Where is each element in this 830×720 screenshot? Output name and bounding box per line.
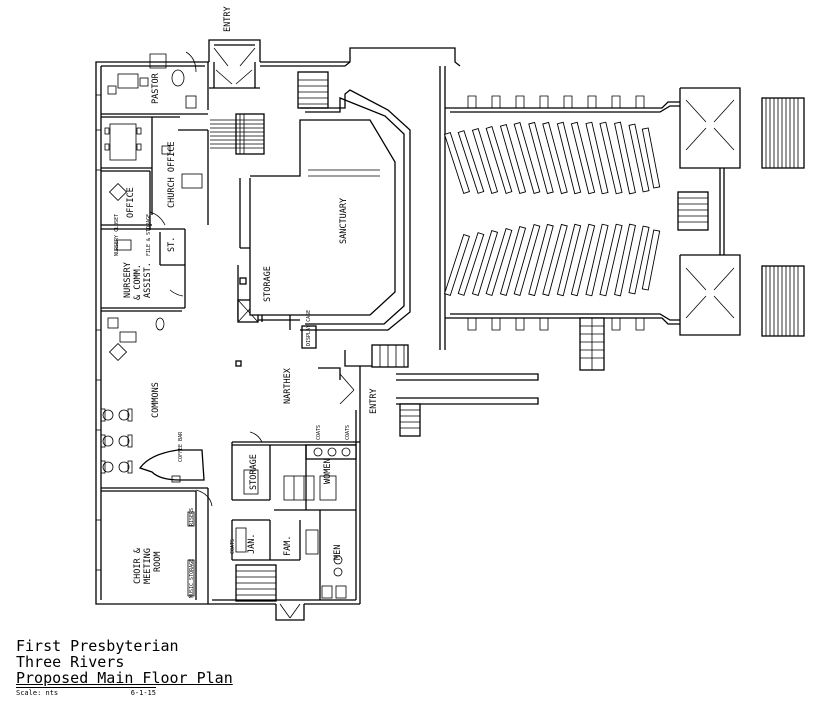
small-annotations: COATS COATS COATS MUSIC STORAGE NURSERY … [114,214,351,598]
label-storage-lower: STORAGE [249,454,259,490]
label-choir-2: MEETING [143,548,153,584]
west-wing-walls [95,61,209,605]
title-line-1: First Presbyterian [16,637,179,655]
title-line-3: Proposed Main Floor Plan [16,670,316,686]
label-coats-2: COATS [345,425,351,440]
pastor-room [101,51,208,118]
stair-to-sanctuary [297,71,329,109]
top-entry [208,39,261,89]
church-office-room [101,117,209,230]
label-coffee-bar: COFFEE BAR [178,431,184,462]
label-nursery-2: & COMM. [133,264,143,300]
label-coats-3: COATS [230,539,236,554]
nursery-room [101,228,186,312]
restroom-block [208,431,360,621]
label-nursery-3: ASSIST. [143,262,153,298]
label-entry-top: ENTRY [223,6,233,32]
date-text: 6-1-15 [130,689,156,697]
label-music-storage: MUSIC STORAGE [189,559,195,598]
label-church-office: CHURCH OFFICE [167,141,177,208]
label-commons: COMMONS [151,382,161,418]
right-entry [318,344,539,604]
label-pastor: PASTOR [151,72,161,104]
room-labels: PASTOR CHURCH OFFICE OFFICE ST. NURSERY … [123,6,379,584]
main-stair [210,113,265,155]
sanctuary-walls [249,47,461,350]
title-line-2: Three Rivers [16,653,125,671]
label-sanctuary: SANCTUARY [339,198,349,244]
pews-north [444,121,661,195]
title-line-3-text: Proposed Main Floor Plan [16,669,233,687]
label-file-storage: FILE & STORAGE [146,214,152,256]
scale-text: Scale: nts [16,689,59,697]
label-choir-3: ROOM [153,552,163,572]
label-st: ST. [167,237,177,252]
office-room [101,182,166,226]
label-entry-right: ENTRY [369,388,379,414]
label-nursery: NURSERY [123,262,133,298]
label-nursery-closet: NURSERY CLOSET [114,214,120,256]
label-choir: CHOIR & [133,547,143,584]
label-risers: RISERS [189,508,195,526]
label-men: MEN [333,545,343,560]
label-storage-center: STORAGE [263,266,273,302]
label-jan: JAN. [247,534,257,554]
label-fam: FAM. [283,536,293,556]
label-display-case: DISPLAY CASE [306,310,312,346]
nave-walls [445,87,741,336]
label-coats-1: COATS [316,425,322,440]
commons-tables [100,408,133,474]
label-women: WOMEN [323,458,333,484]
title-block: First Presbyterian Three Rivers Proposed… [16,638,316,697]
commons-room [100,317,205,483]
label-office: OFFICE [126,187,136,218]
east-stairs [579,97,805,371]
choir-room [101,487,213,604]
scale-row: Scale: nts 6-1-15 [16,687,156,697]
label-narthex: NARTHEX [283,367,293,404]
pews-south [444,223,661,297]
